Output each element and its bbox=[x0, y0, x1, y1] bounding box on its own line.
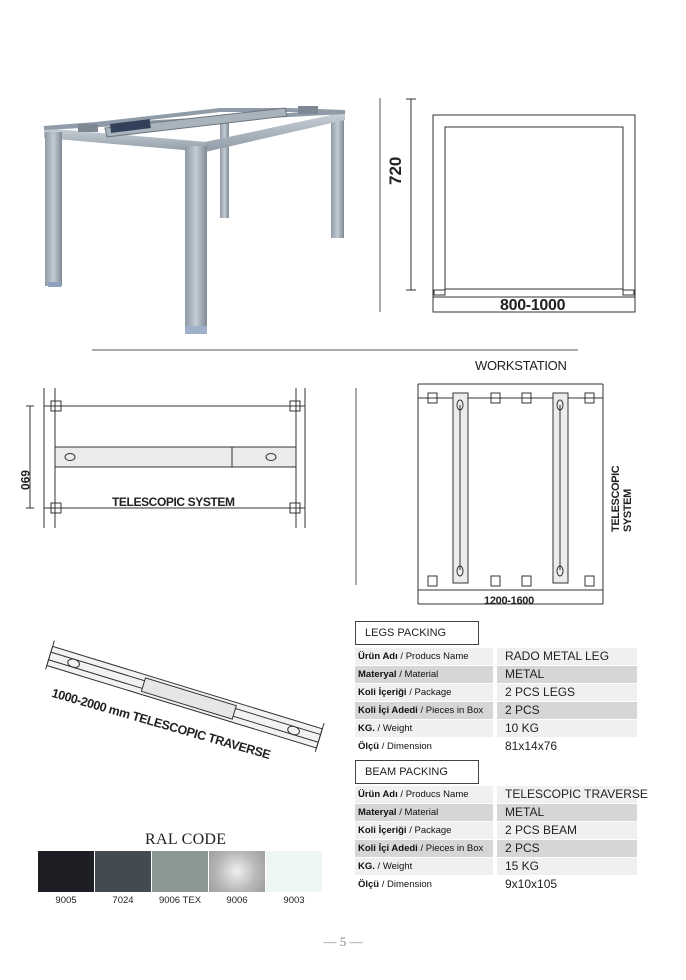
row-key-tr: Ölçü bbox=[358, 879, 380, 890]
row-value: 2 PCS bbox=[497, 840, 637, 857]
row-value: METAL bbox=[497, 804, 637, 821]
ral-swatch bbox=[38, 851, 94, 892]
row-value: TELESCOPIC TRAVERSE bbox=[497, 786, 648, 803]
ral-swatch-label: 9006 bbox=[226, 895, 248, 906]
ral-swatch bbox=[95, 851, 151, 892]
row-key-en: Producs Name bbox=[405, 789, 469, 800]
row-key-en: Weight bbox=[382, 723, 413, 734]
ral-swatch-label: 9006 TEX bbox=[158, 895, 202, 906]
ral-swatch bbox=[152, 851, 208, 892]
depth-dimension-label: 690 bbox=[18, 470, 32, 491]
row-key-en: Package bbox=[414, 825, 452, 836]
row-value: 2 PCS bbox=[497, 702, 637, 719]
row-key-tr: Koli İçeriği bbox=[358, 687, 407, 698]
row-key-en: Material bbox=[404, 807, 439, 818]
row-key-tr: Ürün Adı bbox=[358, 651, 398, 662]
ral-code-title: RAL CODE bbox=[145, 831, 227, 848]
row-key-en: Weight bbox=[382, 861, 413, 872]
telescopic-system-label: TELESCOPIC SYSTEM bbox=[112, 495, 235, 509]
row-key-tr: Koli İçi Adedi bbox=[358, 705, 418, 716]
legs-packing-title: LEGS PACKING DETAIL bbox=[355, 621, 479, 661]
row-key-en: Pieces in Box bbox=[425, 705, 484, 716]
ral-swatch-label: 9005 bbox=[55, 895, 77, 906]
row-value: 81x14x76 bbox=[505, 739, 558, 753]
row-key-tr: Materyal bbox=[358, 669, 397, 680]
row-key-en: Producs Name bbox=[405, 651, 469, 662]
row-key-tr: Ürün Adı bbox=[358, 789, 398, 800]
row-key-en: Package bbox=[414, 687, 452, 698]
row-key-en: Material bbox=[404, 669, 439, 680]
ral-swatch bbox=[209, 851, 265, 892]
row-key-tr: KG. bbox=[358, 861, 375, 872]
ral-swatch-label: 7024 bbox=[112, 895, 134, 906]
row-key-tr: Koli İçeriği bbox=[358, 825, 407, 836]
row-key-en: Dimension bbox=[387, 741, 432, 752]
telescopic-system-vertical-label: TELESCOPIC SYSTEM bbox=[610, 465, 634, 532]
height-dimension-label: 720 bbox=[386, 156, 405, 185]
workstation-label: WORKSTATION bbox=[475, 358, 567, 373]
row-key-en: Pieces in Box bbox=[425, 843, 484, 854]
row-key-tr: KG. bbox=[358, 723, 375, 734]
beam-packing-title: BEAM PACKING DETAIL bbox=[355, 760, 479, 800]
row-value: RADO METAL LEG bbox=[497, 648, 637, 665]
width-dimension-label: 800-1000 bbox=[500, 297, 566, 314]
ral-swatch bbox=[266, 851, 322, 892]
page-number: — 5 — bbox=[323, 934, 363, 949]
ral-swatch-label: 9003 bbox=[283, 895, 305, 906]
workstation-width-label: 1200-1600 bbox=[484, 595, 534, 607]
row-value: 2 PCS LEGS bbox=[497, 684, 637, 701]
row-value: 2 PCS BEAM bbox=[497, 822, 637, 839]
row-value: 15 KG bbox=[497, 858, 637, 875]
row-value: METAL bbox=[497, 666, 637, 683]
row-key-tr: Ölçü bbox=[358, 741, 380, 752]
row-key-tr: Materyal bbox=[358, 807, 397, 818]
row-key-tr: Koli İçi Adedi bbox=[358, 843, 418, 854]
row-value: 10 KG bbox=[497, 720, 637, 737]
row-key-en: Dimension bbox=[387, 879, 432, 890]
row-value: 9x10x105 bbox=[505, 877, 558, 891]
